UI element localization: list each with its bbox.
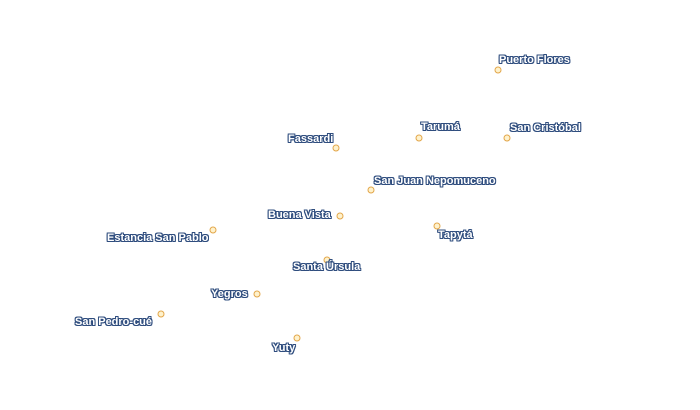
place-label: Fassardi (288, 133, 334, 145)
place-label: Santa Úrsula (293, 261, 361, 273)
place-marker-icon[interactable] (293, 334, 301, 342)
place-marker-icon[interactable] (415, 134, 423, 142)
place-label: Puerto Flores (499, 54, 570, 66)
place-marker-icon[interactable] (209, 226, 217, 234)
place-label: San Juan Nepomuceno (374, 175, 496, 187)
place-label: San Pedro-cué (75, 316, 153, 328)
place-label: San Cristóbal (510, 122, 581, 134)
place-marker-icon[interactable] (494, 66, 502, 74)
place-label: Tarumá (421, 121, 460, 133)
place-marker-icon[interactable] (367, 186, 375, 194)
place-label: Yegros (211, 288, 248, 300)
place-label: Tapytá (438, 229, 473, 241)
place-marker-icon[interactable] (433, 222, 441, 230)
place-label: Yuty (272, 342, 296, 354)
place-marker-icon[interactable] (336, 212, 344, 220)
place-marker-icon[interactable] (253, 290, 261, 298)
place-marker-icon[interactable] (332, 144, 340, 152)
place-label: Buena Vista (268, 209, 331, 221)
place-marker-icon[interactable] (323, 256, 331, 264)
place-marker-icon[interactable] (157, 310, 165, 318)
place-label: Estancia San Pablo (107, 232, 209, 244)
place-marker-icon[interactable] (503, 134, 511, 142)
